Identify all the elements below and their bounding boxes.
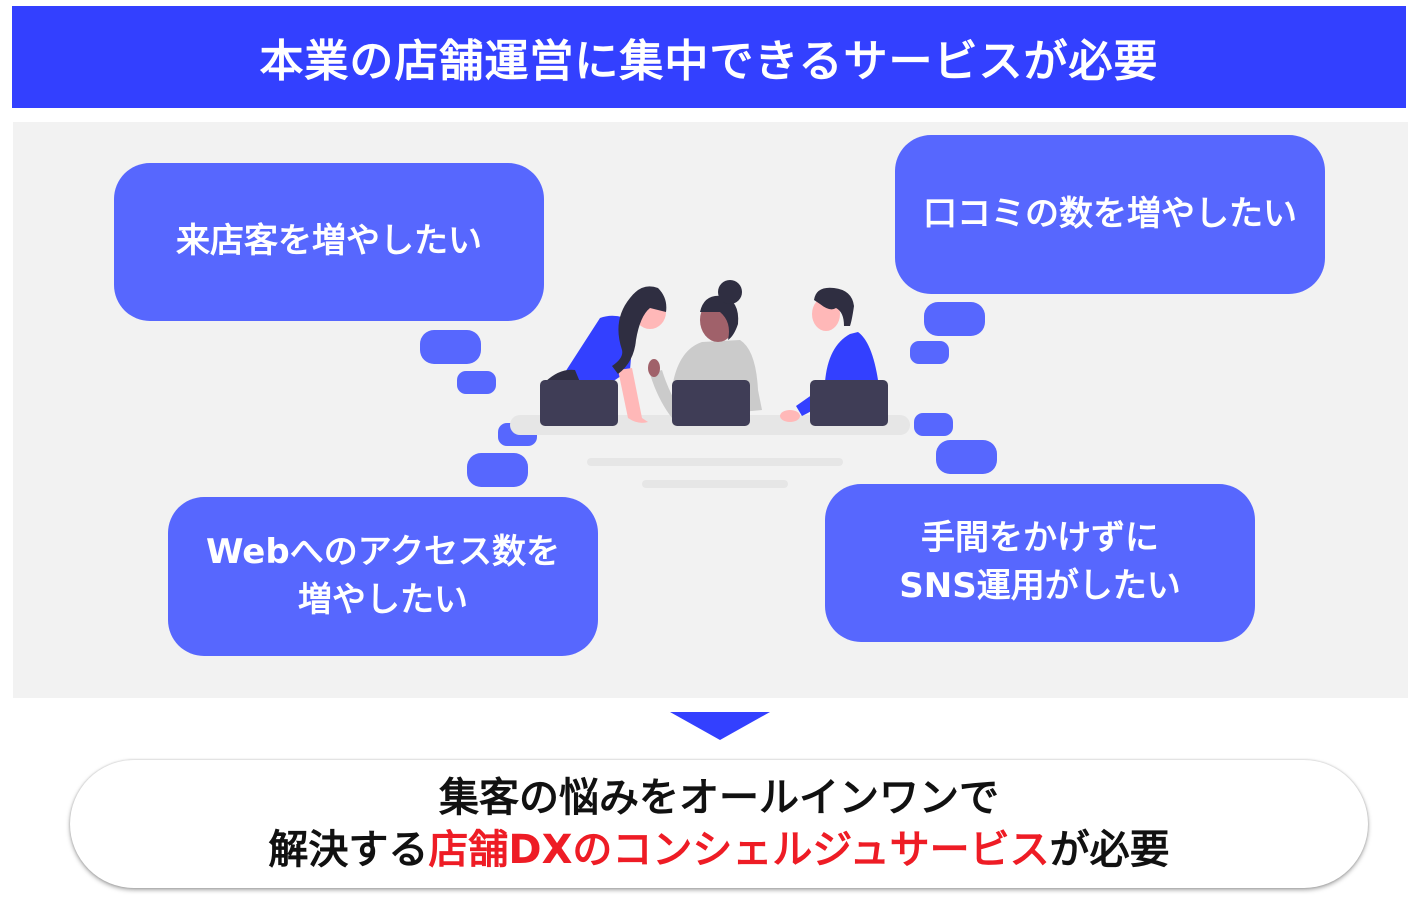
laptop-icon	[672, 380, 750, 426]
thought-dot	[910, 341, 949, 364]
thought-dot	[467, 453, 528, 487]
need-text: 口コミの数を増やしたい	[923, 193, 1297, 234]
meeting-illustration	[510, 280, 910, 488]
need-bubble-sns: 手間をかけずに SNS運用がしたい	[825, 484, 1255, 642]
need-text-line1: Webへのアクセス数を	[206, 531, 560, 572]
solution-line1: 集客の悩みをオールインワンで	[439, 775, 999, 821]
laptop-icon	[810, 380, 888, 426]
solution-suffix: が必要	[1049, 827, 1170, 873]
floor-line	[587, 458, 843, 466]
need-text: 来店客を増やしたい	[176, 221, 482, 262]
arrow-down-icon	[670, 712, 770, 740]
need-text-line1: 手間をかけずに	[921, 518, 1159, 559]
solution-highlight: 店舗DXのコンシェルジュサービス	[428, 827, 1050, 873]
thought-dot	[457, 371, 496, 394]
solution-prefix: 解決する	[268, 827, 429, 873]
floor-line	[642, 480, 788, 488]
thought-dot	[420, 330, 481, 364]
need-bubble-web-access: Webへのアクセス数を 増やしたい	[168, 497, 598, 656]
thought-dot	[924, 302, 985, 336]
laptop-icon	[540, 380, 618, 426]
solution-line2: 解決する店舗DXのコンシェルジュサービスが必要	[268, 824, 1169, 876]
solution-box: 集客の悩みをオールインワンで 解決する店舗DXのコンシェルジュサービスが必要	[70, 760, 1368, 888]
need-bubble-visitors: 来店客を増やしたい	[114, 163, 544, 321]
thought-dot	[914, 413, 953, 436]
thought-dot	[936, 440, 997, 474]
person-left-icon	[545, 286, 667, 423]
need-text-line2: SNS運用がしたい	[899, 566, 1181, 606]
header-banner: 本業の店舗運営に集中できるサービスが必要	[12, 6, 1406, 108]
need-bubble-reviews: 口コミの数を増やしたい	[895, 135, 1325, 294]
need-text-line2: 増やしたい	[298, 579, 468, 620]
page-title: 本業の店舗運営に集中できるサービスが必要	[259, 36, 1159, 87]
